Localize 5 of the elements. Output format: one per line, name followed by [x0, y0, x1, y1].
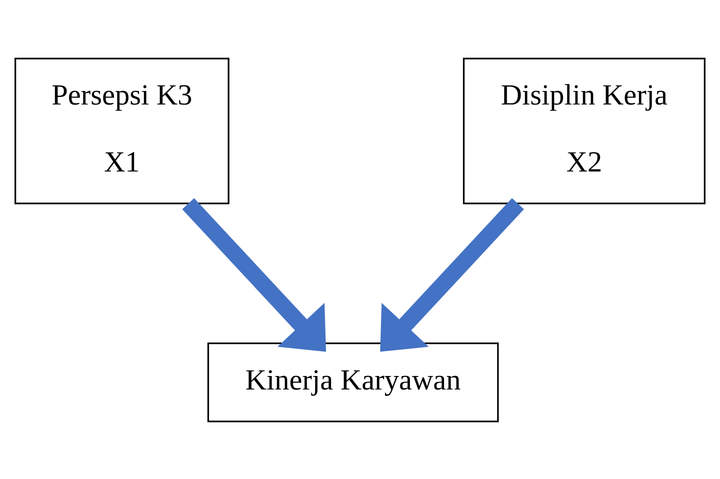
node-box: Kinerja Karyawan	[207, 342, 499, 422]
node-box: Disiplin Kerja X2	[462, 57, 706, 204]
arrow	[380, 198, 524, 352]
node-box: Persepsi K3 X1	[14, 57, 230, 204]
arrow	[182, 198, 326, 352]
